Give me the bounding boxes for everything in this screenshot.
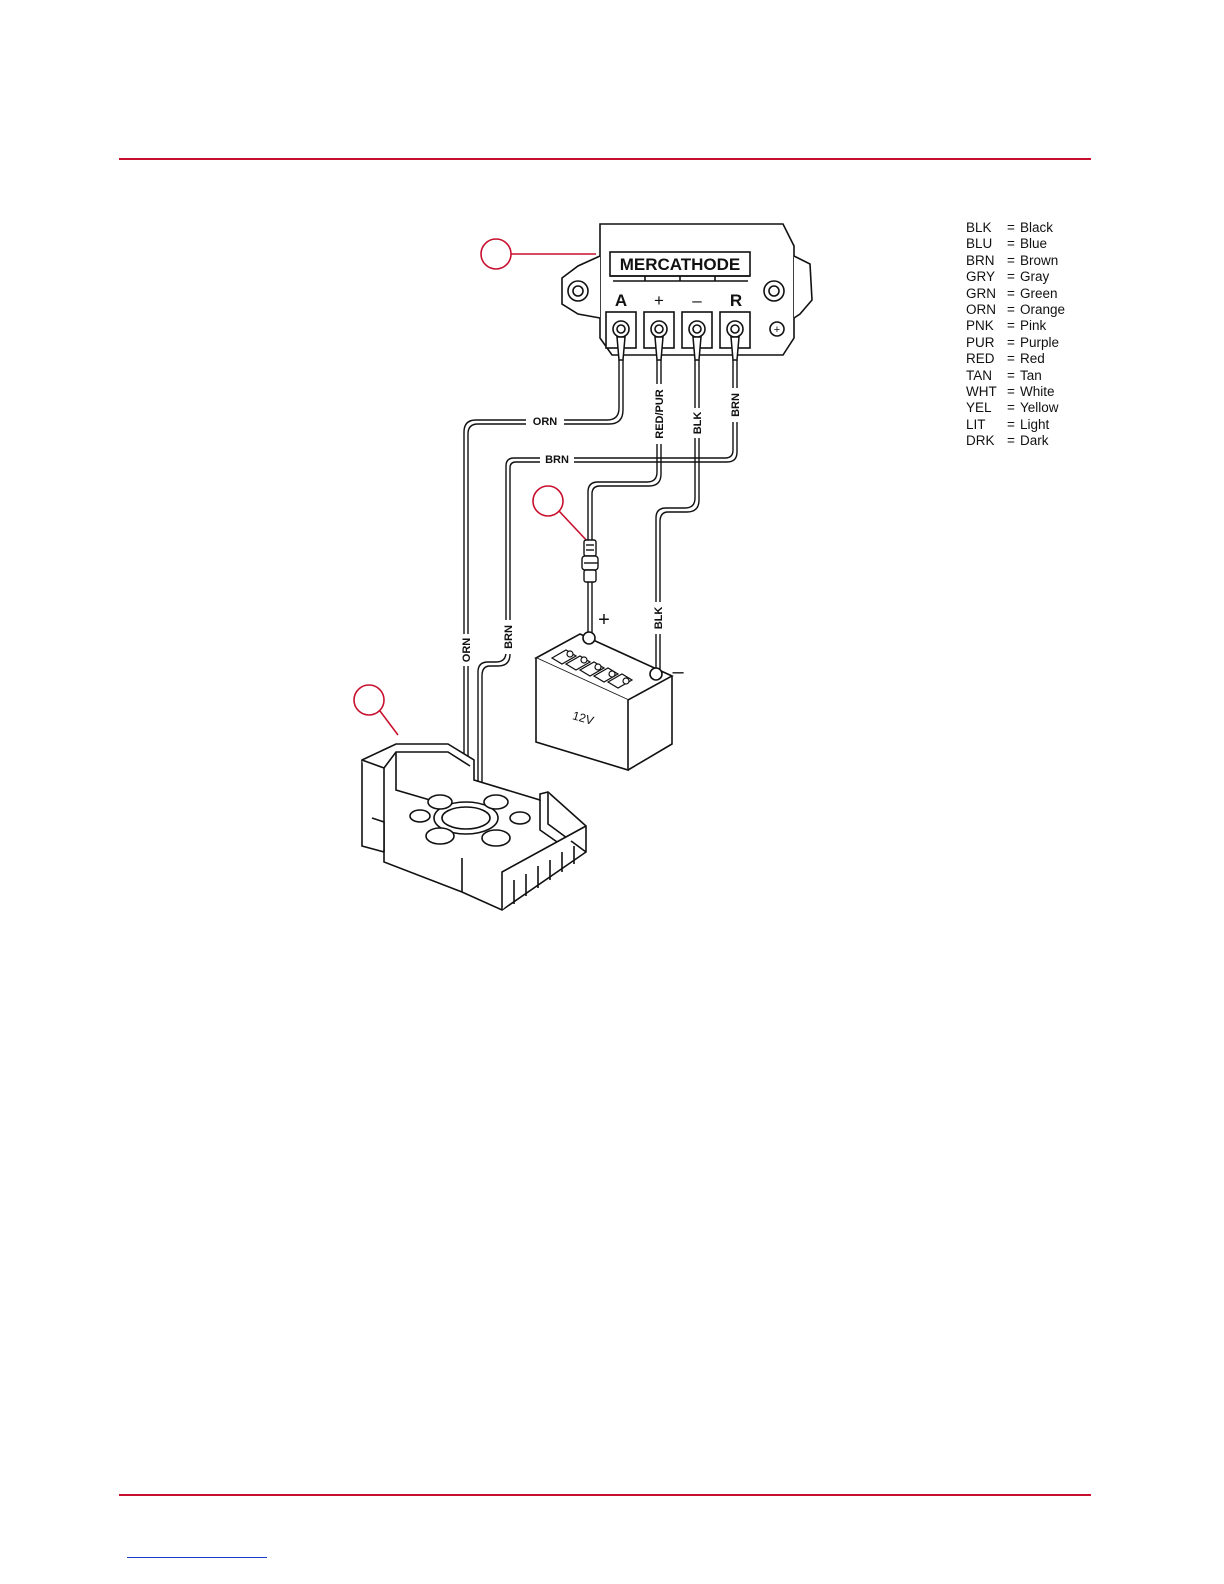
legend-color-name: Orange — [1020, 302, 1065, 318]
legend-code: PNK — [966, 318, 1002, 334]
legend-code: YEL — [966, 400, 1002, 416]
legend-code: BLK — [966, 220, 1002, 236]
wire-label-blk-lower: BLK — [653, 607, 665, 630]
legend-equals: = — [1002, 417, 1020, 433]
legend-equals: = — [1002, 335, 1020, 351]
legend-row: GRN=Green — [966, 286, 1065, 302]
legend-code: RED — [966, 351, 1002, 367]
legend-code: WHT — [966, 384, 1002, 400]
legend-row: TAN=Tan — [966, 368, 1065, 384]
legend-color-name: Gray — [1020, 269, 1049, 285]
legend-equals: = — [1002, 253, 1020, 269]
legend-row: GRY=Gray — [966, 269, 1065, 285]
legend-color-name: Black — [1020, 220, 1053, 236]
legend-color-name: Yellow — [1020, 400, 1059, 416]
legend-color-name: Dark — [1020, 433, 1049, 449]
wire-label-orn-vertical: ORN — [461, 638, 473, 663]
callout-2 — [533, 486, 589, 543]
legend-code: DRK — [966, 433, 1002, 449]
legend-color-name: Brown — [1020, 253, 1058, 269]
legend-color-name: Purple — [1020, 335, 1059, 351]
anode-bracket — [362, 744, 586, 910]
legend-code: GRN — [966, 286, 1002, 302]
legend-color-name: Red — [1020, 351, 1045, 367]
terminal-a: A — [615, 291, 627, 310]
legend-code: BRN — [966, 253, 1002, 269]
wire-label-brn: BRN — [545, 454, 569, 466]
legend-color-name: Green — [1020, 286, 1058, 302]
legend-equals: = — [1002, 269, 1020, 285]
legend-row: BLU=Blue — [966, 236, 1065, 252]
legend-equals: = — [1002, 433, 1020, 449]
device-name: MERCATHODE — [620, 255, 741, 274]
wire-label-blk-upper: BLK — [692, 412, 704, 435]
legend-row: ORN=Orange — [966, 302, 1065, 318]
wire-label-red-pur: RED/PUR — [654, 389, 666, 439]
legend-row: YEL=Yellow — [966, 400, 1065, 416]
legend-equals: = — [1002, 302, 1020, 318]
legend-color-name: Blue — [1020, 236, 1047, 252]
legend-color-name: Tan — [1020, 368, 1042, 384]
wire-label-brn-right: BRN — [730, 393, 742, 417]
legend-color-name: Pink — [1020, 318, 1046, 334]
legend-equals: = — [1002, 368, 1020, 384]
legend-equals: = — [1002, 220, 1020, 236]
battery-positive: + — [598, 609, 610, 631]
legend-row: BRN=Brown — [966, 253, 1065, 269]
legend-row: PNK=Pink — [966, 318, 1065, 334]
wire-label-orn: ORN — [533, 416, 558, 428]
legend-color-name: White — [1020, 384, 1055, 400]
callout-3 — [354, 685, 398, 735]
legend-row: BLK=Black — [966, 220, 1065, 236]
terminal-r: R — [730, 291, 742, 310]
terminal-minus: – — [692, 291, 702, 310]
legend-equals: = — [1002, 236, 1020, 252]
legend-row: RED=Red — [966, 351, 1065, 367]
battery-negative: – — [672, 661, 684, 683]
legend-row: DRK=Dark — [966, 433, 1065, 449]
legend-row: PUR=Purple — [966, 335, 1065, 351]
legend-code: GRY — [966, 269, 1002, 285]
legend-code: ORN — [966, 302, 1002, 318]
legend-code: TAN — [966, 368, 1002, 384]
legend-code: LIT — [966, 417, 1002, 433]
wire-label-brn-vertical: BRN — [503, 625, 515, 649]
legend-equals: = — [1002, 318, 1020, 334]
callout-1 — [481, 239, 596, 269]
legend-equals: = — [1002, 286, 1020, 302]
legend-code: PUR — [966, 335, 1002, 351]
legend-row: LIT=Light — [966, 417, 1065, 433]
legend-equals: = — [1002, 351, 1020, 367]
ground-symbol: + — [774, 324, 780, 336]
fuse-holder — [582, 540, 598, 582]
terminal-plus: + — [654, 291, 664, 310]
legend-row: WHT=White — [966, 384, 1065, 400]
legend-equals: = — [1002, 384, 1020, 400]
legend-equals: = — [1002, 400, 1020, 416]
legend-color-name: Light — [1020, 417, 1049, 433]
legend-code: BLU — [966, 236, 1002, 252]
battery — [536, 632, 672, 770]
